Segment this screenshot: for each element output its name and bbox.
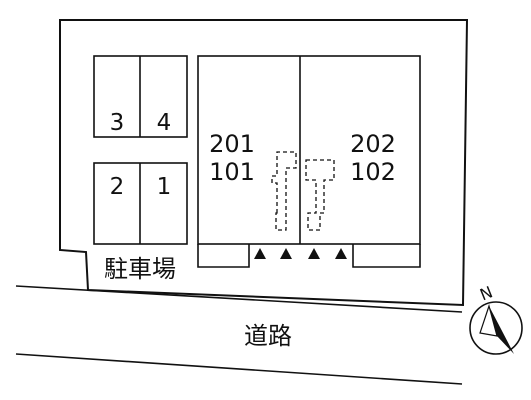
road-edge-upper: [15, 285, 463, 313]
parking-slot-4: 4: [157, 110, 172, 136]
unit-number-102: 102: [350, 158, 396, 186]
parking-slot-2: 2: [110, 174, 125, 200]
parking-label: 駐車場: [104, 255, 176, 283]
building-outline: [197, 55, 421, 245]
entrance-markers: [254, 248, 347, 259]
unit-number-201: 201: [209, 130, 255, 158]
staircase-left: [271, 151, 297, 231]
parking-slots-upper: [93, 55, 188, 138]
compass-north-label: N: [477, 282, 495, 304]
staircase-right: [305, 159, 335, 231]
road-label: 道路: [244, 322, 292, 350]
parking-slot-1: 1: [157, 174, 172, 200]
unit-number-101: 101: [209, 158, 255, 186]
parking-slot-3: 3: [110, 110, 125, 136]
unit-number-202: 202: [350, 130, 396, 158]
entrance-strip: [197, 244, 421, 268]
road-edge-lower: [15, 353, 463, 385]
north-arrow-icon: [469, 301, 523, 355]
parking-slots-lower: [93, 162, 188, 245]
